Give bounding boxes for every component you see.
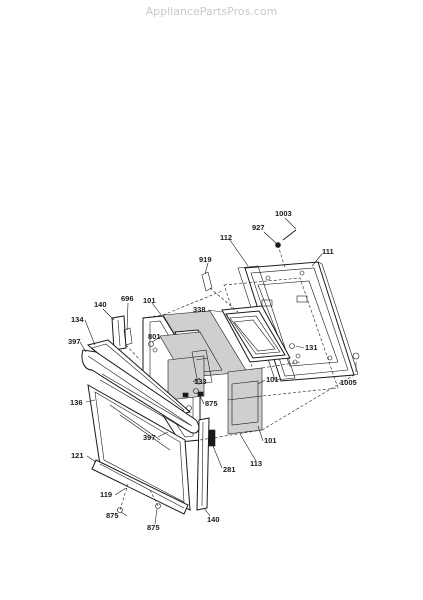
part-397-handle	[81, 349, 200, 434]
callout-397: 397	[68, 337, 81, 346]
screw-1005	[352, 352, 360, 360]
callout-140: 140	[94, 300, 107, 309]
callout-696: 696	[121, 294, 134, 303]
part-133-bracket	[191, 349, 213, 385]
callout-281: 281	[223, 465, 236, 474]
screw-801	[148, 341, 154, 347]
callout-101-c: 101	[264, 436, 277, 445]
callout-875: 875	[205, 399, 218, 408]
part-338-window-pack	[221, 305, 301, 363]
screw-875-b	[186, 405, 192, 411]
callout-101-b: 101	[266, 375, 279, 384]
callout-927: 927	[252, 223, 265, 232]
callout-133: 133	[194, 377, 207, 386]
screw-875-c	[117, 507, 123, 513]
callout-121: 121	[71, 451, 84, 460]
part-136-outer-glass	[87, 373, 191, 511]
callout-113: 113	[250, 459, 262, 468]
callout-112: 112	[220, 233, 232, 242]
callout-338: 338	[193, 305, 206, 314]
callout-134: 134	[71, 315, 84, 324]
callout-111: 111	[322, 247, 334, 256]
callouts: 1003 927 112 111 919 338 140 696 101 134…	[68, 209, 357, 532]
screw-875-a	[193, 388, 199, 394]
callout-1003: 1003	[275, 209, 292, 218]
callout-140-b: 140	[207, 515, 220, 524]
leader-lines	[79, 217, 357, 525]
screw-875-d	[155, 503, 161, 509]
screw-1003	[282, 229, 297, 241]
callout-919: 919	[199, 255, 212, 264]
callout-101: 101	[143, 296, 156, 305]
callout-119: 119	[100, 490, 112, 499]
part-140-left-channel	[111, 315, 127, 351]
screw-696	[123, 327, 133, 346]
callout-801: 801	[148, 332, 161, 341]
callout-397-b: 397	[143, 433, 156, 442]
callout-875-b: 875	[106, 511, 119, 520]
callout-875-c: 875	[147, 523, 160, 532]
callout-1005: 1005	[340, 378, 357, 387]
screw-919	[201, 271, 213, 292]
watermark: AppliancePartsPros.com	[145, 5, 278, 18]
part-119-bottom-trim	[91, 459, 189, 515]
assembly-lines	[119, 244, 355, 511]
callout-131: 131	[305, 343, 318, 352]
part-140-right-channel	[196, 417, 210, 511]
callout-136: 136	[70, 398, 83, 407]
part-101-insulation-lower	[227, 367, 263, 435]
